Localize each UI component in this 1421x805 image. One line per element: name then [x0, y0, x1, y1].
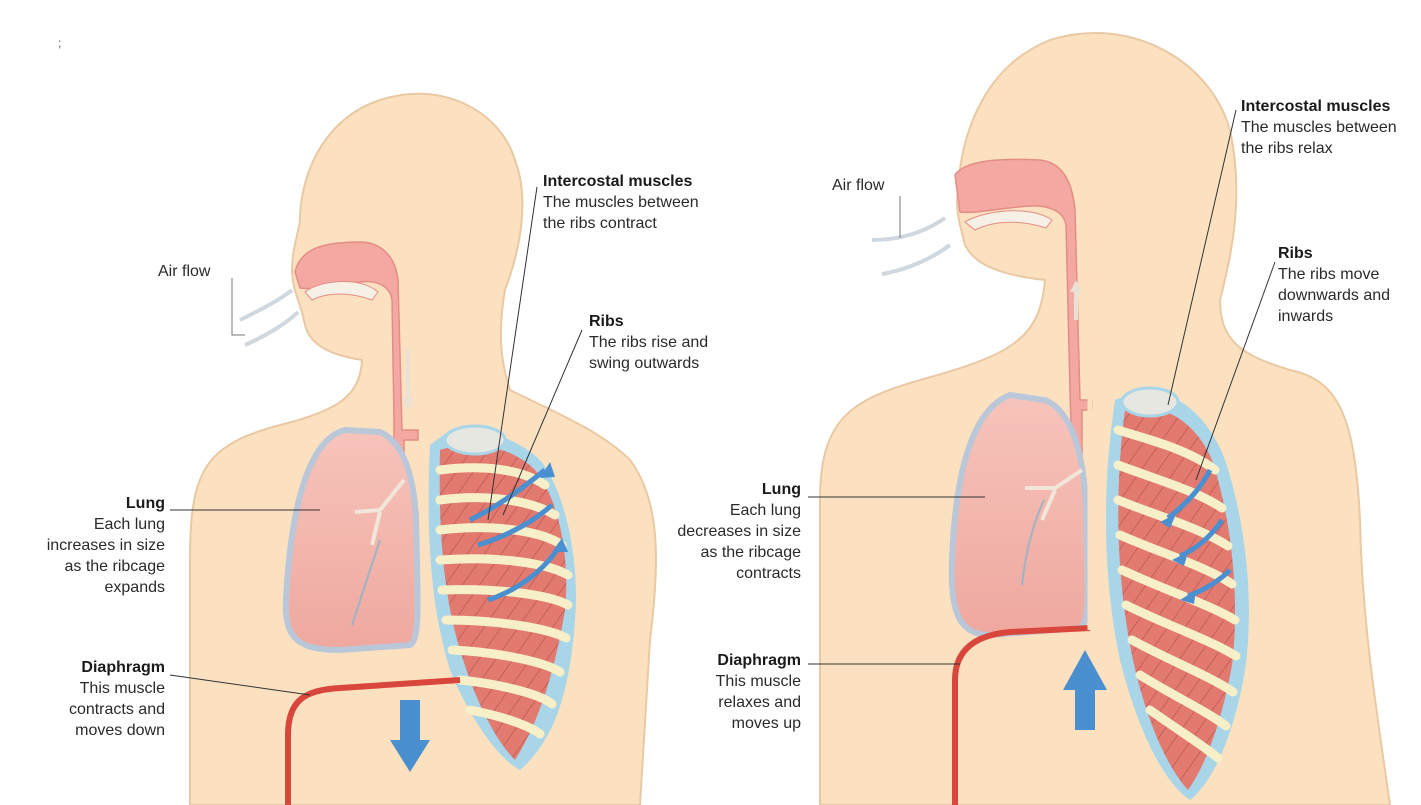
exhale-ribs-title: Ribs	[1278, 245, 1313, 262]
stray-mark: ;	[58, 36, 62, 50]
exhale-diaphragm-desc-1: This muscle	[715, 673, 801, 690]
exhale-ribs-desc-2: downwards and	[1278, 287, 1391, 304]
inhale-rib-top	[443, 424, 507, 456]
inhale-intercostal-desc-1: The muscles between	[543, 194, 699, 211]
exhale-ribs-desc-1: The ribs move	[1278, 266, 1380, 283]
exhale-lung-desc-3: as the ribcage	[700, 544, 801, 561]
inhale-diaphragm-title: Diaphragm	[81, 659, 165, 676]
exhale-diaphragm-label: Diaphragm This muscle relaxes and moves …	[716, 650, 801, 734]
inhale-lung	[282, 426, 421, 654]
inhale-lung-title: Lung	[125, 495, 165, 512]
exhale-up-arrow	[1063, 650, 1107, 730]
inhale-intercostal-label: Intercostal muscles The muscles between …	[543, 171, 699, 234]
inhale-intercostal-title: Intercostal muscles	[543, 173, 693, 190]
exhale-lung-desc-1: Each lung	[729, 502, 801, 519]
exhale-ribs-label: Ribs The ribs move downwards and inwards	[1278, 243, 1390, 327]
inhale-airflow-label: Air flow	[158, 263, 211, 280]
exhale-intercostal-desc-2: the ribs relax	[1241, 140, 1333, 157]
inhale-diaphragm-desc-1: This muscle	[79, 680, 165, 697]
inhale-lung-desc-2: increases in size	[46, 537, 165, 554]
exhale-lung-desc-2: decreases in size	[677, 523, 801, 540]
inhale-lung-desc-3: as the ribcage	[64, 558, 165, 575]
inhale-diaphragm-label: Diaphragm This muscle contracts and move…	[69, 657, 165, 741]
inhale-intercostal-desc-2: the ribs contract	[543, 215, 657, 232]
exhale-ribs-desc-3: inwards	[1278, 308, 1334, 325]
exhale-lung-label: Lung Each lung decreases in size as the …	[677, 479, 801, 584]
exhale-airflow-arrows	[871, 216, 952, 276]
inhale-diaphragm-desc-3: moves down	[75, 722, 165, 739]
exhale-diaphragm-desc-2: relaxes and	[718, 694, 801, 711]
inhale-ribs-title: Ribs	[589, 313, 624, 330]
exhale-lung-title: Lung	[761, 481, 801, 498]
inhale-figure	[169, 92, 657, 805]
exhale-rib-top	[1120, 386, 1180, 418]
inhale-airflow-arrows	[239, 288, 300, 347]
inhale-down-arrow	[390, 700, 430, 772]
exhale-intercostal-title: Intercostal muscles	[1241, 98, 1391, 115]
exhale-airflow-label: Air flow	[832, 177, 885, 194]
inhale-ribs-desc-1: The ribs rise and	[589, 334, 709, 351]
inhale-lung-label: Lung Each lung increases in size as the …	[47, 493, 165, 598]
exhale-diaphragm	[952, 625, 1091, 805]
exhale-intercostal-label: Intercostal muscles The muscles between …	[1241, 96, 1397, 159]
inhale-lung-desc-1: Each lung	[93, 516, 165, 533]
inhale-ribs-desc-2: swing outwards	[589, 355, 700, 372]
exhale-diaphragm-title: Diaphragm	[717, 652, 801, 669]
inhale-rib-motion-arrows	[468, 468, 563, 603]
inhale-diaphragm-desc-2: contracts and	[68, 701, 165, 718]
exhale-intercostal-desc-1: The muscles between	[1241, 119, 1397, 136]
inhale-ribs-label: Ribs The ribs rise and swing outwards	[589, 311, 708, 374]
exhale-diaphragm-desc-3: moves up	[731, 715, 801, 732]
exhale-lung-desc-4: contracts	[736, 565, 801, 582]
inhale-lung-desc-4: expands	[104, 579, 166, 596]
inhale-diaphragm	[285, 677, 461, 805]
exhale-figure	[808, 32, 1392, 805]
